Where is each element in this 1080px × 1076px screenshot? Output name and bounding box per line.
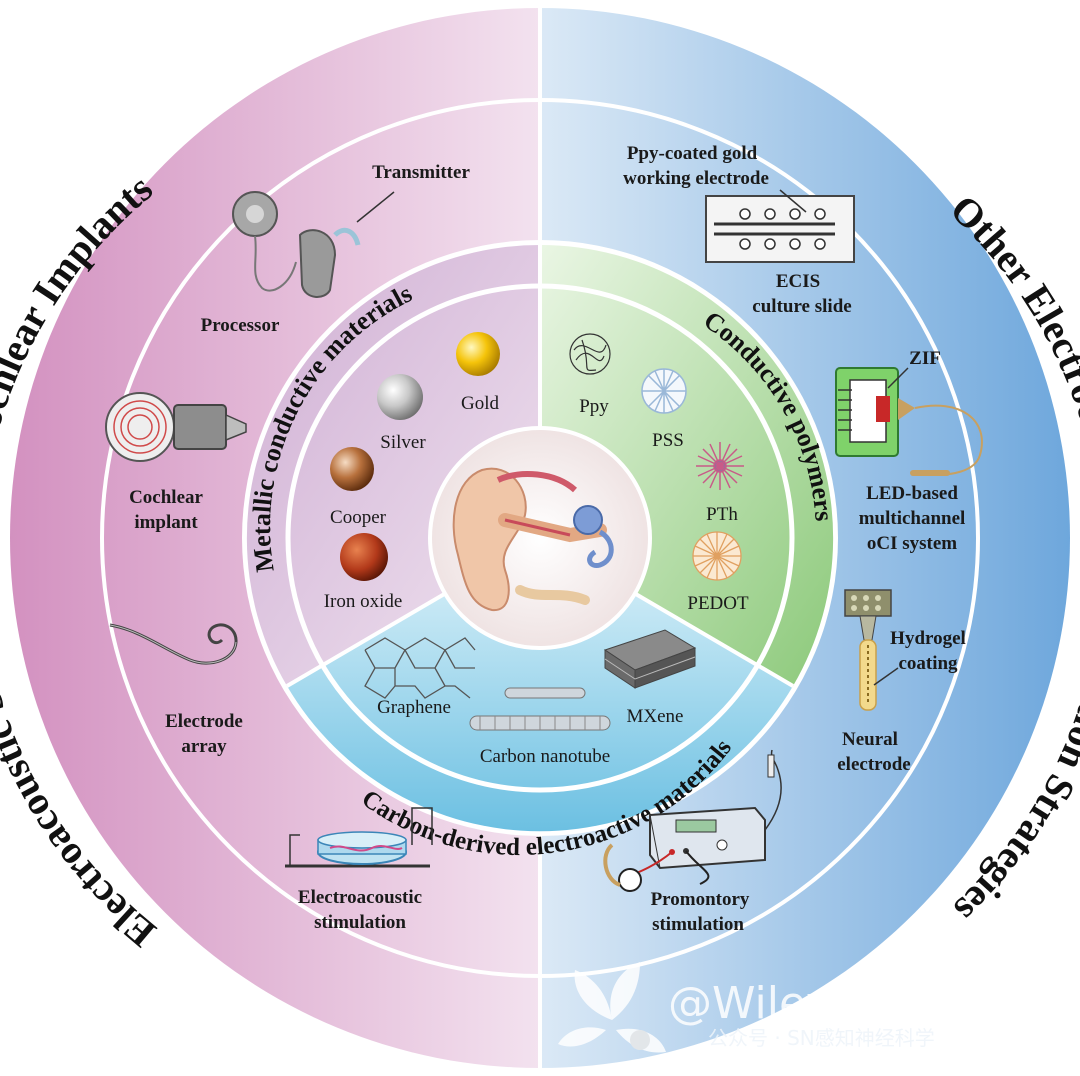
pedot-label: PEDOT <box>687 593 749 614</box>
led-oci-label-line3: oCI system <box>867 533 957 554</box>
graphene-material: Graphene <box>364 637 476 718</box>
iron-oxide-sphere-icon <box>340 533 388 581</box>
led-oci-system-device: ZIF LED-based multichannel oCI system <box>835 348 983 554</box>
electroacoustic-label-line1: Electroacoustic <box>298 887 422 908</box>
promontory-stimulation-device: Promontory stimulation <box>603 749 782 935</box>
pth-material: PTh <box>696 442 744 525</box>
silver-label: Silver <box>380 432 426 453</box>
ppy-structure-icon <box>569 333 611 375</box>
graphene-label: Graphene <box>377 697 451 718</box>
graphene-lattice-icon <box>364 637 476 699</box>
hydrogel-label-line2: coating <box>898 653 958 674</box>
cooper-material: Cooper <box>330 447 387 528</box>
gold-label: Gold <box>461 393 500 414</box>
cochlear-implant-label-line2: implant <box>134 512 198 533</box>
ecis-slide-device: Ppy-coated gold working electrode ECIS c… <box>623 143 855 317</box>
neural-electrode-label-line2: electrode <box>837 754 911 775</box>
hearing-device-icon <box>232 191 361 298</box>
promontory-label-line2: stimulation <box>652 914 744 935</box>
pss-label: PSS <box>652 430 684 451</box>
iron-oxide-material: Iron oxide <box>324 533 403 612</box>
pss-structure-icon <box>641 368 687 414</box>
watermark: @Wiley发表派 公众号 · SN感知神经科学 <box>558 962 964 1053</box>
promontory-label-line1: Promontory <box>651 889 750 910</box>
pedot-structure-icon <box>692 531 742 581</box>
electroacoustic-stimulation-setup: Electroacoustic stimulation <box>285 807 433 933</box>
ecis-label-line1: ECIS <box>776 271 820 292</box>
neural-electrode-icon <box>844 589 892 711</box>
transmitter-label: Transmitter <box>372 162 470 183</box>
zif-label: ZIF <box>909 348 941 369</box>
cooper-label: Cooper <box>330 507 387 528</box>
ear-anatomy-illustration <box>428 426 652 650</box>
ppy-gold-label-line1: Ppy-coated gold <box>627 143 758 164</box>
pth-label: PTh <box>706 504 738 525</box>
neural-electrode-device: Hydrogel coating Neural electrode <box>837 589 966 775</box>
silver-sphere-icon <box>377 374 423 420</box>
transmitter-processor-device: Transmitter Processor <box>201 162 471 336</box>
iron-oxide-label: Iron oxide <box>324 591 403 612</box>
cochlear-implant-device: Cochlear implant <box>105 392 247 533</box>
ppy-gold-label-line2: working electrode <box>623 168 769 189</box>
gold-material: Gold <box>456 332 500 414</box>
electroacoustic-label-line2: stimulation <box>314 912 406 933</box>
ppy-material: Ppy <box>569 333 611 417</box>
watermark-sub-text: 公众号 · SN感知神经科学 <box>708 1026 935 1050</box>
watermark-main-text: @Wiley发表派 <box>668 978 964 1029</box>
led-oci-chip-icon <box>835 367 983 476</box>
carbon-nanotube-label: Carbon nanotube <box>480 746 610 767</box>
neural-electrode-label-line1: Neural <box>842 729 898 750</box>
cooper-sphere-icon <box>330 447 374 491</box>
carbon-nanotube-material: Carbon nanotube <box>469 687 611 767</box>
mxene-material: MXene <box>603 629 697 727</box>
ecis-label-line2: culture slide <box>752 296 851 317</box>
cochlear-implant-label-line1: Cochlear <box>129 487 203 508</box>
watermark-logo-icon <box>558 962 666 1053</box>
mxene-label: MXene <box>627 706 684 727</box>
electrode-array-label-line2: array <box>181 736 227 757</box>
processor-label: Processor <box>201 315 280 336</box>
led-oci-label-line1: LED-based <box>866 483 958 504</box>
electrode-array-label-line1: Electrode <box>165 711 243 732</box>
ecis-slide-icon <box>705 189 855 263</box>
hydrogel-label-line1: Hydrogel <box>890 628 966 649</box>
electrode-array-device: Electrode array <box>109 623 243 757</box>
carbon-nanotube-icon <box>469 687 611 731</box>
pss-material: PSS <box>641 368 687 451</box>
stimulation-dish-icon <box>285 807 433 868</box>
gold-sphere-icon <box>456 332 500 376</box>
pedot-material: PEDOT <box>687 531 749 614</box>
cochlear-implant-icon <box>105 392 247 462</box>
stimulator-box-icon <box>603 749 782 892</box>
silver-material: Silver <box>377 374 426 453</box>
electrode-array-icon <box>109 623 238 665</box>
pth-structure-icon <box>696 442 744 490</box>
led-oci-label-line2: multichannel <box>859 508 966 529</box>
mxene-layers-icon <box>603 629 697 689</box>
ppy-label: Ppy <box>579 396 609 417</box>
